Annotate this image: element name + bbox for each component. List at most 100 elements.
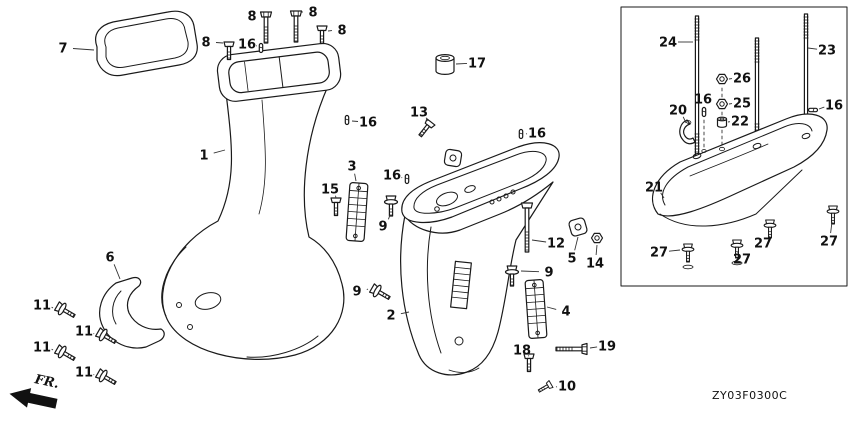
part-bolt-8 [316,25,328,45]
part-callout-13: 13 [410,106,428,121]
part-callout-23: 23 [818,44,836,59]
part-callout-2: 2 [386,309,395,324]
part-callout-16: 16 [383,169,401,184]
part-callout-9: 9 [544,266,553,281]
part-callout-16: 16 [694,93,712,108]
part-pin-16 [518,128,524,140]
leader-line-7 [72,48,95,51]
part-callout-21: 21 [645,181,663,196]
leader-line-23 [807,47,818,50]
case-top-rim [216,42,342,102]
part-callout-25: 25 [733,97,751,112]
part-callout-15: 15 [321,183,339,198]
part-bolt-9 [383,195,399,217]
part-mount-pad [443,148,463,168]
part-bolt-27 [826,205,840,225]
part-callout-1: 1 [199,149,208,164]
leader-line-8 [215,42,224,44]
part-pin-16 [258,42,264,54]
part-callout-11: 11 [33,341,51,356]
part-callout-8: 8 [247,10,256,25]
part-gear-case-2 [400,142,560,376]
leader-line-19 [589,346,598,349]
part-callout-26: 26 [733,72,751,87]
part-callout-14: 14 [586,257,604,272]
part-nut-14 [590,232,604,244]
line-art [53,6,848,395]
part-bolt-13 [415,118,436,140]
part-washer [731,260,743,266]
part-mount-pad-5 [567,216,589,238]
part-case-21 [651,113,828,227]
leader-line-5 [574,236,579,251]
part-bolt-15 [330,197,342,217]
part-callout-27: 27 [650,246,668,261]
part-callout-3: 3 [347,160,356,175]
leader-line-17 [455,62,468,65]
part-callout-9: 9 [378,220,387,235]
part-callout-20: 20 [669,104,687,119]
part-callout-8: 8 [337,24,346,39]
part-callout-8: 8 [308,6,317,21]
part-pin-16 [344,114,350,126]
part-hook-20 [679,119,696,145]
leader-line-13 [425,117,429,122]
leader-line-27 [668,249,681,252]
part-extension-case-1 [161,42,345,360]
leader-line-14 [595,244,598,256]
part-callout-12: 12 [547,237,565,252]
part-plate-4 [524,278,548,340]
leader-line-15 [335,195,337,199]
part-screw-10 [536,380,554,395]
leader-line-6 [113,264,121,280]
part-pin-16 [404,173,410,185]
part-callout-27: 27 [820,235,838,250]
part-bolt-8 [259,11,273,44]
part-callout-4: 4 [561,305,570,320]
part-callout-11: 11 [33,299,51,314]
part-callout-17: 17 [468,57,486,72]
part-bolt-19 [555,342,588,356]
part-callout-10: 10 [558,380,576,395]
leader-line-16 [351,120,359,122]
part-pin-16 [807,107,819,113]
leader-line-1 [213,149,226,154]
part-bolt-11 [53,342,79,366]
part-callout-11: 11 [75,325,93,340]
part-callout-8: 8 [201,36,210,51]
part-bushing-17 [435,54,455,75]
leader-line-8 [260,12,262,14]
part-seal-ring-7 [95,10,198,77]
part-callout-7: 7 [58,42,67,57]
leader-line-16 [818,106,825,110]
part-callout-11: 11 [75,366,93,381]
fr-arrow-icon [9,388,58,409]
diagram-code: ZY03F0300C [712,389,787,402]
leader-line-4 [546,306,557,310]
part-callout-16: 16 [359,116,377,131]
part-clamp-6 [99,276,165,349]
part-callout-22: 22 [731,115,749,130]
leader-line-12 [531,239,547,243]
part-bolt-9 [368,281,394,305]
part-stud-24 [694,15,700,159]
part-washer [682,264,694,270]
leader-line-9 [387,214,391,220]
part-callout-9: 9 [352,285,361,300]
part-nut-25 [715,98,729,110]
part-callout-5: 5 [567,252,576,267]
part-bolt-27 [763,219,777,239]
part-plate-3 [345,181,369,243]
part-callout-16: 16 [528,127,546,142]
part-bolt-27 [681,243,695,263]
leader-line-3 [354,173,357,182]
case-vent-grille [450,260,472,310]
part-bolt-8 [289,10,303,43]
part-bolt-11 [53,299,79,323]
leader-line-21 [660,192,665,199]
leader-line-11 [51,348,54,351]
leader-line-9 [366,288,369,291]
